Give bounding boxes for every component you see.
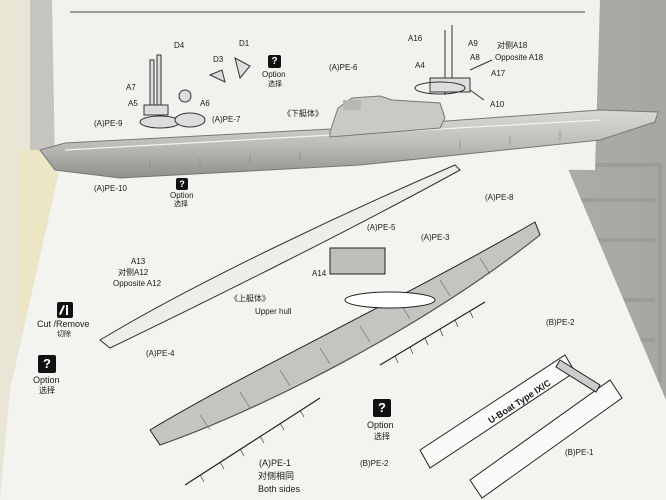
label-a5: A5 (128, 99, 138, 108)
option-label: Option (367, 420, 394, 430)
label-a8: A8 (470, 53, 480, 62)
label-d3: D3 (213, 55, 224, 64)
option-label: Option (262, 70, 286, 79)
mast-parts-drawing (139, 54, 251, 129)
upper-hull-drawing (149, 221, 541, 446)
label-opp-a18: Opposite A18 (495, 53, 544, 62)
label-bpe2-bottom: (B)PE-2 (360, 459, 389, 468)
label-a14: A14 (312, 269, 327, 278)
label-pe1-a: (A)PE-1 (259, 458, 292, 468)
label-a9: A9 (468, 39, 478, 48)
both-sides-label: Both sides (258, 484, 301, 494)
label-pe4: (A)PE-4 (146, 349, 175, 358)
option-label: Option (33, 375, 60, 385)
label-a16: A16 (408, 34, 423, 43)
cut-remove-label: Cut /Remove (37, 319, 90, 329)
label-pe7: (A)PE-7 (212, 115, 241, 124)
option-icon: ? (176, 178, 188, 190)
option-label-cn: 选择 (174, 201, 188, 208)
option-label: Option (170, 191, 194, 200)
label-a4: A4 (415, 61, 425, 70)
periscope-parts-drawing (414, 25, 493, 101)
option-label-cn: 选择 (268, 81, 282, 88)
upper-hull-label: Upper hull (255, 307, 292, 316)
label-pe8: (A)PE-8 (485, 193, 514, 202)
label-pe5: (A)PE-5 (367, 223, 396, 232)
option-icon: ? (373, 399, 391, 417)
label-a13: A13 (131, 257, 146, 266)
cut-remove-label-cn: 切除 (57, 331, 71, 338)
label-opp-a18-cn: 对侧A18 (497, 41, 528, 50)
lower-hull-label-cn: 《下艇体》 (283, 109, 323, 118)
label-pe10: (A)PE-10 (94, 184, 127, 193)
label-pe6: (A)PE-6 (329, 63, 358, 72)
label-bpe2-top: (B)PE-2 (546, 318, 575, 327)
both-sides-label-cn: 对侧相同 (258, 471, 295, 481)
label-a10: A10 (490, 100, 505, 109)
label-opp-a12: Opposite A12 (113, 279, 162, 288)
label-bpe1: (B)PE-1 (565, 448, 594, 457)
label-a6: A6 (200, 99, 210, 108)
label-a7: A7 (126, 83, 136, 92)
lower-hull-outline (99, 164, 461, 349)
option-icon: ? (38, 355, 56, 373)
label-d1: D1 (239, 39, 250, 48)
hull-model (39, 95, 659, 179)
label-d4: D4 (174, 41, 185, 50)
option-icon: ? (268, 55, 281, 68)
label-pe3: (A)PE-3 (421, 233, 450, 242)
cut-remove-icon (57, 302, 73, 318)
label-a17: A17 (491, 69, 506, 78)
pe-plate-drawing (419, 354, 623, 499)
label-opp-a12-cn: 对侧A12 (118, 268, 149, 277)
label-pe9: (A)PE-9 (94, 119, 123, 128)
option-label-cn: 选择 (39, 386, 55, 395)
upper-hull-label-cn: 《上艇体》 (230, 294, 270, 303)
side-rail-drawing (184, 301, 486, 486)
option-label-cn: 选择 (374, 432, 390, 441)
